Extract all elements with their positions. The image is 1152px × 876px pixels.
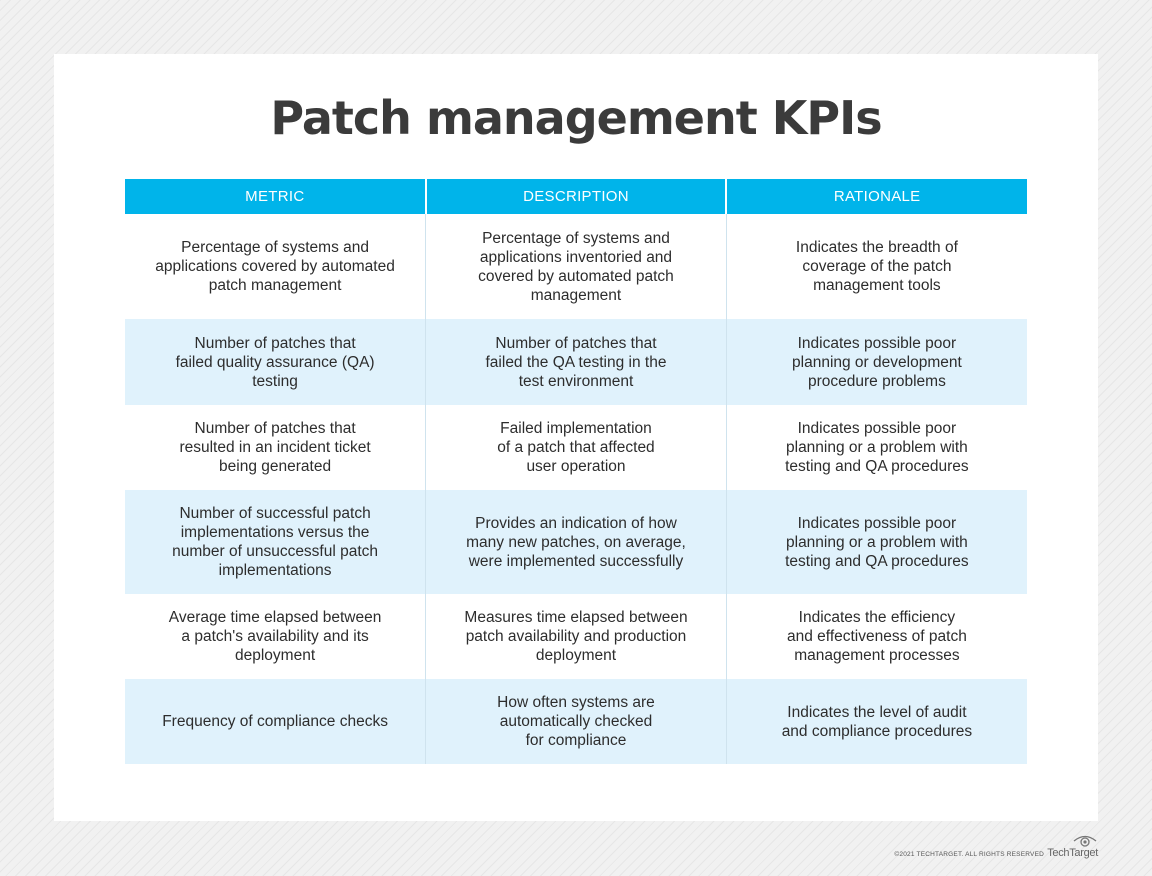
rationale-cell: Indicates the breadth of coverage of the… (725, 214, 1027, 319)
column-header-description: DESCRIPTION (424, 179, 727, 214)
footer: ©2021 TECHTARGET. ALL RIGHTS RESERVED Te… (880, 834, 1100, 864)
copyright-notice: ©2021 TECHTARGET. ALL RIGHTS RESERVED (894, 851, 1044, 858)
page-title: Patch management KPIs (270, 91, 882, 145)
metric-cell: Number of patches that resulted in an in… (179, 420, 371, 475)
column-header-metric: METRIC (125, 179, 426, 214)
metric-cell: Number of patches that failed quality as… (125, 319, 426, 405)
table-row: Frequency of compliance checks How often… (125, 679, 1027, 764)
description-cell: Measures time elapsed between patch avai… (425, 594, 727, 679)
description-cell: How often systems are automatically chec… (425, 679, 727, 764)
description-cell: Failed implementation of a patch that af… (425, 405, 727, 490)
column-header-rationale: RATIONALE (725, 179, 1027, 214)
kpi-table: METRIC DESCRIPTION RATIONALE Percentage … (125, 179, 1027, 764)
table-row: Number of successful patch implementatio… (125, 490, 1027, 594)
metric-cell: Number of successful patch implementatio… (125, 490, 426, 594)
metric-cell: Percentage of systems and applications c… (155, 239, 395, 294)
description-cell: Provides an indication of how many new p… (425, 490, 727, 594)
rationale-cell: Indicates the level of audit and complia… (725, 679, 1027, 764)
rationale-cell: Indicates the efficiency and effectivene… (725, 594, 1027, 679)
eye-logo-icon (1073, 835, 1097, 847)
table-row: Number of patches that failed quality as… (125, 319, 1027, 405)
techtarget-logo-text: TechTarget (1047, 847, 1098, 859)
metric-cell: Frequency of compliance checks (125, 679, 426, 764)
metric-cell: Average time elapsed between a patch's a… (168, 609, 382, 664)
description-cell: Number of patches that failed the QA tes… (425, 319, 727, 405)
table-row: Percentage of systems and applications c… (125, 214, 1027, 319)
description-cell: Percentage of systems and applications i… (425, 214, 727, 319)
table-row: Average time elapsed between a patch's a… (125, 594, 1027, 679)
table-header-row: METRIC DESCRIPTION RATIONALE (125, 179, 1027, 214)
rationale-cell: Indicates possible poor planning or a pr… (725, 490, 1027, 594)
rationale-cell: Indicates possible poor planning or deve… (725, 319, 1027, 405)
table-row: Number of patches that resulted in an in… (125, 405, 1027, 490)
rationale-cell: Indicates possible poor planning or a pr… (725, 405, 1027, 490)
